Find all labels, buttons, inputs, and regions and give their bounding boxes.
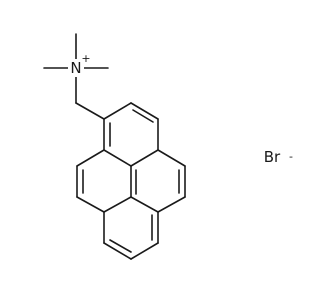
bromide-ion: Br - [264, 148, 293, 166]
bromide-charge: - [289, 150, 293, 163]
bromide-symbol: Br [264, 148, 281, 166]
nitrogen-atom: N + [68, 52, 91, 77]
methyl-bonds [43, 33, 109, 69]
bond-ch2-ring [75, 102, 105, 120]
pyrene-double-bonds [82, 109, 180, 253]
pyrene-ring-bonds [76, 102, 186, 260]
linker-bonds [75, 75, 105, 120]
nitrogen-symbol: N [70, 59, 81, 77]
structure-diagram: N + Br - [43, 33, 293, 260]
nitrogen-charge: + [81, 52, 90, 65]
